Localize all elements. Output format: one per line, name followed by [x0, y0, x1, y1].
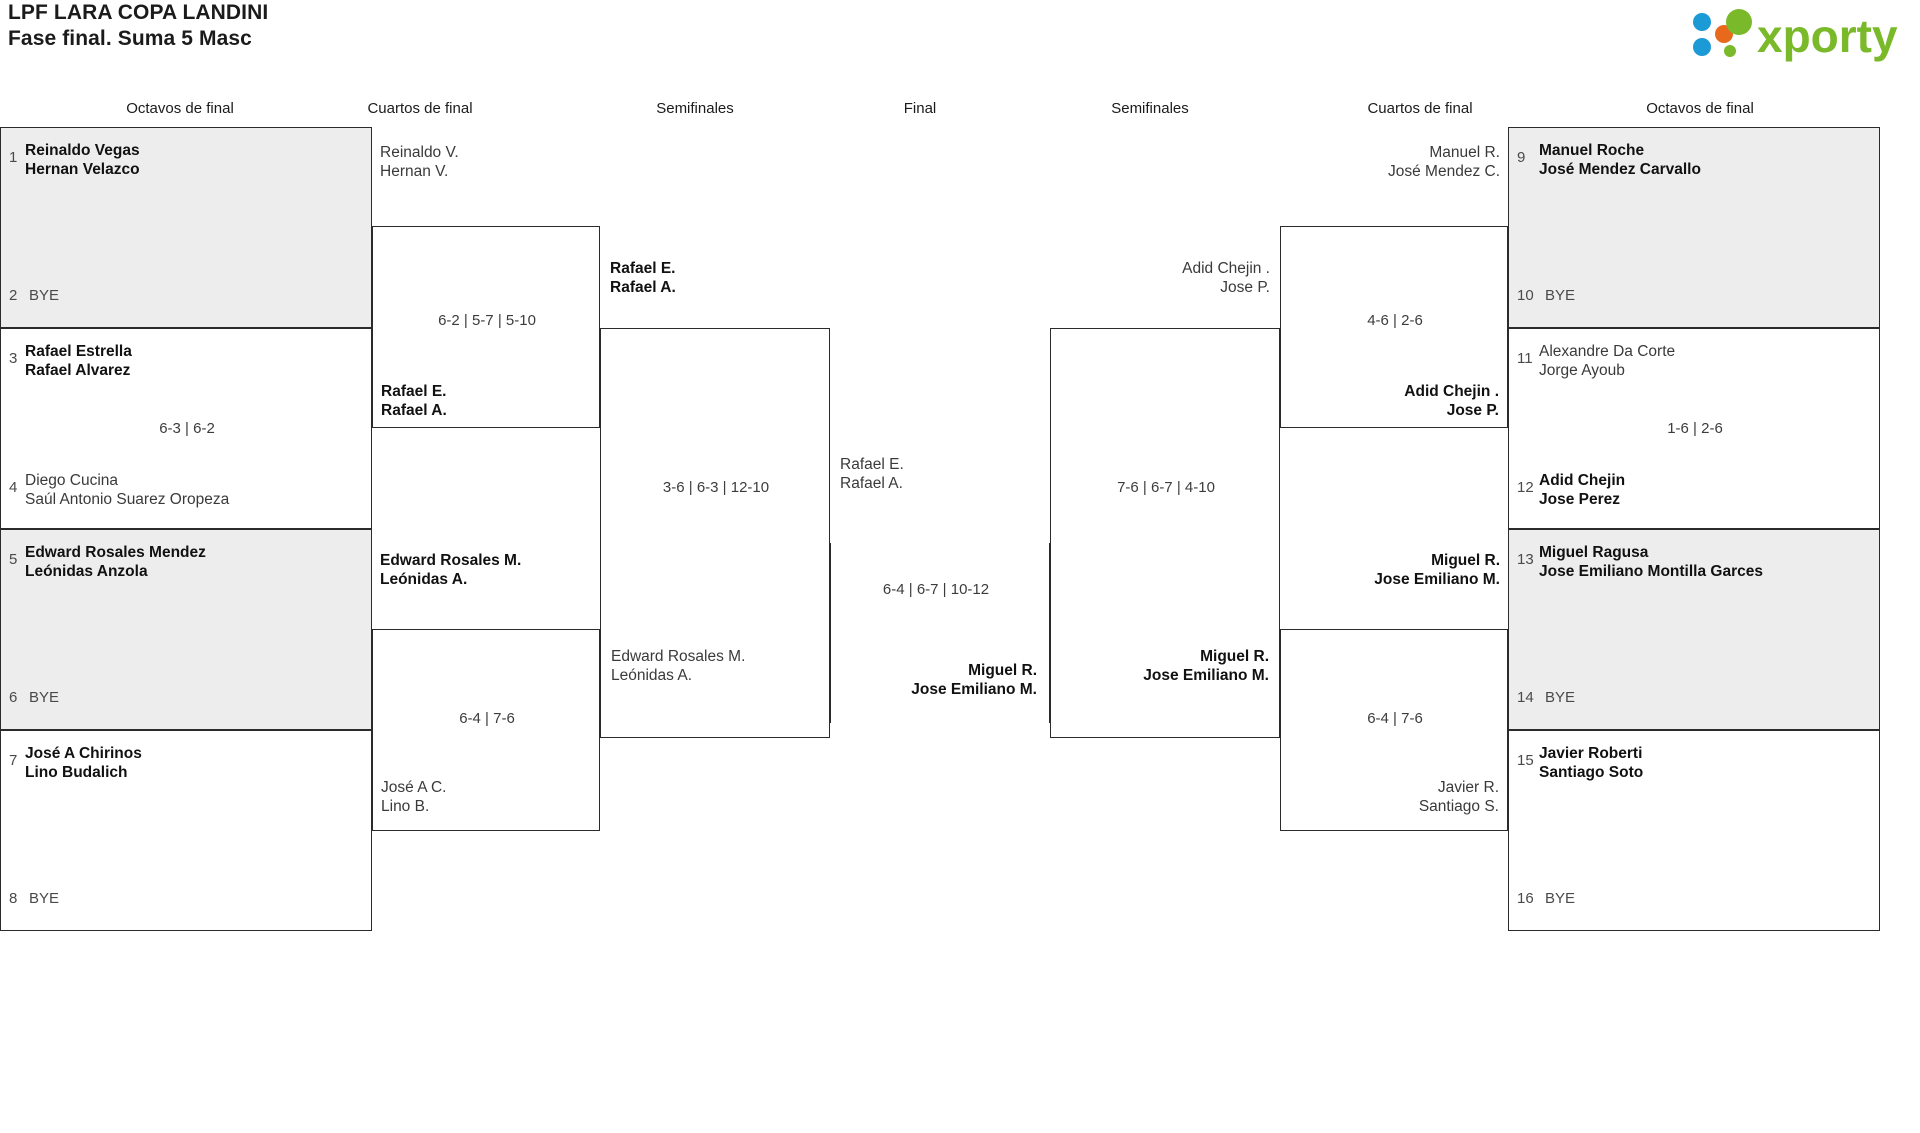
- team-names: Edward Rosales Mendez Leónidas Anzola: [25, 544, 206, 580]
- match-left-r16-3[interactable]: 5 Edward Rosales Mendez Leónidas Anzola …: [0, 529, 372, 730]
- team-names: Edward Rosales M. Leónidas A.: [380, 552, 522, 588]
- match-right-qf-box-2[interactable]: 6-4 | 7-6 Javier R. Santiago S.: [1280, 629, 1508, 831]
- match-right-r16-2[interactable]: 11 Alexandre Da Corte Jorge Ayoub 1-6 | …: [1508, 328, 1880, 529]
- seed-number-bye: 8: [9, 890, 18, 907]
- match-right-qf-box-1[interactable]: 4-6 | 2-6 Adid Chejin . Jose P.: [1280, 226, 1508, 428]
- seed-number: 12: [1517, 479, 1534, 496]
- match-left-sf-1[interactable]: Rafael E. Rafael A.: [600, 245, 830, 365]
- team-names: Manuel Roche José Mendez Carvallo: [1539, 142, 1701, 178]
- seed-number: 15: [1517, 752, 1534, 769]
- seed-number: 11: [1517, 350, 1533, 367]
- team-names: Miguel R. Jose Emiliano M.: [911, 662, 1037, 698]
- match-right-qf-1[interactable]: Manuel R. José Mendez C.: [1280, 143, 1508, 273]
- match-score: 6-3 | 6-2: [159, 420, 215, 437]
- tournament-phase: Fase final. Suma 5 Masc: [8, 27, 252, 50]
- team-names: Rafael E. Rafael A.: [381, 383, 447, 419]
- team-names: Miguel R. Jose Emiliano M.: [1143, 648, 1269, 684]
- seed-number-bye: 6: [9, 689, 18, 706]
- team-names: Reinaldo V. Hernan V.: [380, 144, 459, 180]
- bye-label: BYE: [29, 890, 60, 907]
- seed-number: 4: [9, 479, 18, 496]
- team-names: Javier R. Santiago S.: [1418, 779, 1499, 815]
- team-names: Alexandre Da Corte Jorge Ayoub: [1539, 343, 1676, 379]
- seed-number: 1: [9, 149, 18, 166]
- match-left-r16-4[interactable]: 7 José A Chirinos Lino Budalich 8 BYE: [0, 730, 372, 931]
- team-names: Javier Roberti Santiago Soto: [1539, 745, 1644, 781]
- seed-number-bye: 16: [1517, 890, 1534, 907]
- tournament-name: LPF LARA COPA LANDINI: [8, 1, 269, 24]
- match-score: 6-2 | 5-7 | 5-10: [438, 312, 536, 329]
- match-score: 6-4 | 7-6: [459, 710, 515, 727]
- match-score: 4-6 | 2-6: [1367, 312, 1423, 329]
- team-names: Rafael E. Rafael A.: [840, 456, 904, 492]
- team-names: Adid Chejin Jose Perez: [1539, 472, 1626, 508]
- match-score: 1-6 | 2-6: [1667, 420, 1723, 437]
- xporty-logo: xporty: [1685, 6, 1910, 64]
- team-names: Edward Rosales M. Leónidas A.: [611, 648, 746, 684]
- match-right-sf-box[interactable]: 7-6 | 6-7 | 4-10 Miguel R. Jose Emiliano…: [1050, 328, 1280, 738]
- seed-number-bye: 14: [1517, 689, 1534, 706]
- round-header-left-qf: Cuartos de final: [367, 100, 473, 117]
- team-names: José A C. Lino B.: [381, 779, 447, 815]
- match-right-r16-4[interactable]: 15 Javier Roberti Santiago Soto 16 BYE: [1508, 730, 1880, 931]
- match-score: 6-4 | 6-7 | 10-12: [882, 581, 990, 598]
- team-names: Diego Cucina Saúl Antonio Suarez Oropeza: [25, 472, 230, 508]
- match-right-r16-1[interactable]: 9 Manuel Roche José Mendez Carvallo 10 B…: [1508, 127, 1880, 328]
- match-left-r16-2[interactable]: 3 Rafael Estrella Rafael Alvarez 6-3 | 6…: [0, 328, 372, 529]
- xporty-logo-icon: xporty: [1693, 9, 1898, 62]
- seed-number: 13: [1517, 551, 1534, 568]
- team-names: Miguel R. Jose Emiliano M.: [1374, 552, 1500, 588]
- bye-label: BYE: [1545, 287, 1576, 304]
- bye-label: BYE: [1545, 890, 1576, 907]
- logo-wordmark: xporty: [1757, 10, 1898, 62]
- match-right-sf-1[interactable]: Adid Chejin . Jose P.: [1050, 245, 1280, 365]
- seed-number: 9: [1517, 149, 1526, 166]
- page-title: LPF LARA COPA LANDINI Fase final. Suma 5…: [8, 0, 908, 52]
- team-names: Reinaldo Vegas Hernan Velazco: [25, 142, 140, 178]
- team-names: Adid Chejin . Jose P.: [1404, 383, 1499, 419]
- match-score: 3-6 | 6-3 | 12-10: [662, 479, 770, 496]
- seed-number: 3: [9, 350, 18, 367]
- seed-number-bye: 2: [9, 287, 18, 304]
- match-left-qf-2[interactable]: Edward Rosales M. Leónidas A.: [372, 551, 600, 711]
- match-score: 6-4 | 7-6: [1367, 710, 1423, 727]
- round-header-final: Final: [903, 100, 937, 117]
- seed-number-bye: 10: [1517, 287, 1534, 304]
- round-header-left-sf: Semifinales: [656, 100, 734, 117]
- round-header-right-qf: Cuartos de final: [1367, 100, 1473, 117]
- team-names: Rafael E. Rafael A.: [610, 260, 676, 296]
- match-score: 7-6 | 6-7 | 4-10: [1117, 479, 1215, 496]
- round-header-left-r16: Octavos de final: [126, 100, 234, 117]
- bye-label: BYE: [29, 287, 60, 304]
- final-box[interactable]: 6-4 | 6-7 | 10-12 Miguel R. Jose Emilian…: [830, 543, 1050, 723]
- bye-label: BYE: [29, 689, 60, 706]
- match-left-r16-1[interactable]: 1 Reinaldo Vegas Hernan Velazco 2 BYE: [0, 127, 372, 328]
- round-header-right-sf: Semifinales: [1111, 100, 1189, 117]
- final-top-team[interactable]: Rafael E. Rafael A.: [830, 455, 1050, 515]
- match-right-qf-2[interactable]: Miguel R. Jose Emiliano M.: [1280, 551, 1508, 711]
- seed-number: 5: [9, 551, 18, 568]
- team-names: José A Chirinos Lino Budalich: [25, 745, 142, 781]
- bye-label: BYE: [1545, 689, 1576, 706]
- match-right-r16-3[interactable]: 13 Miguel Ragusa Jose Emiliano Montilla …: [1508, 529, 1880, 730]
- round-header-right-r16: Octavos de final: [1646, 100, 1754, 117]
- seed-number: 7: [9, 752, 18, 769]
- team-names: Rafael Estrella Rafael Alvarez: [25, 343, 132, 379]
- team-names: Miguel Ragusa Jose Emiliano Montilla Gar…: [1539, 544, 1763, 580]
- match-left-qf-box-2[interactable]: 6-4 | 7-6 José A C. Lino B.: [372, 629, 600, 831]
- team-names: Adid Chejin . Jose P.: [1182, 260, 1270, 296]
- match-left-qf-1[interactable]: Reinaldo V. Hernan V.: [372, 143, 600, 428]
- team-names: Manuel R. José Mendez C.: [1388, 144, 1500, 180]
- match-left-sf-box[interactable]: 3-6 | 6-3 | 12-10 Edward Rosales M. León…: [600, 328, 830, 738]
- match-left-qf-box-1[interactable]: 6-2 | 5-7 | 5-10 Rafael E. Rafael A.: [372, 226, 600, 428]
